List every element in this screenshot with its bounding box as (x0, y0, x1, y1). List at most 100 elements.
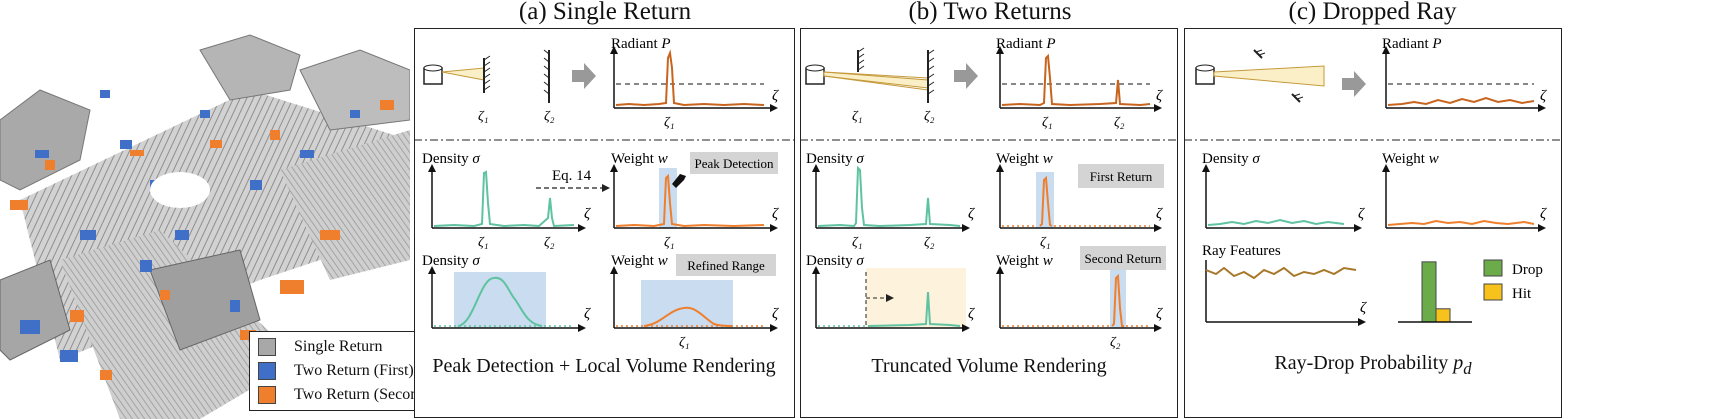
svg-text:ζ: ζ (1156, 206, 1163, 222)
svg-text:ζ: ζ (772, 88, 779, 104)
weight-label: Weight w (996, 151, 1053, 167)
svg-text:ζ: ζ (584, 206, 591, 222)
lidar-sensor-icon (423, 64, 443, 85)
arrow-right-icon (572, 63, 596, 89)
svg-text:ζ₁: ζ₁ (1042, 115, 1053, 130)
svg-text:ζ₁: ζ₁ (1040, 235, 1051, 250)
legend-single: Single Return (258, 338, 382, 356)
panel-b-graphics: ζ₁ ζ₂ Radiant P ζ ζ₁ ζ₂ Density σ ζ ζ₁ ζ… (800, 36, 1178, 350)
radiant-curve (1001, 53, 1151, 107)
weight-label: Weight w (1382, 151, 1439, 167)
building (149, 249, 261, 351)
ray-features-label: Ray Features (1202, 243, 1281, 259)
radiant-curve (1387, 96, 1535, 106)
weight-label: Weight w (611, 151, 668, 167)
radiant-label: Radiant P (611, 36, 671, 52)
caption-c-sub: d (1463, 359, 1472, 378)
caption-c-var: p (1453, 352, 1464, 374)
density-label: Density σ (806, 151, 864, 167)
ray-beam (823, 71, 929, 89)
bar-drop (1421, 261, 1437, 323)
swatch-second (258, 386, 276, 404)
svg-text:ζ: ζ (584, 306, 591, 322)
svg-text:ζ₁: ζ₁ (478, 235, 489, 250)
weight-label: Weight w (996, 253, 1053, 269)
drop-probability-chart (1421, 261, 1451, 323)
svg-text:ζ₂: ζ₂ (924, 235, 935, 250)
arrow-right-icon (954, 63, 978, 89)
svg-text:ζ: ζ (1360, 300, 1367, 316)
weight-curve (615, 173, 765, 228)
svg-text:ζ: ζ (772, 306, 779, 322)
panel-c-graphics: Radiant P ζ Density σ ζ Weight w ζ Ray F… (1184, 36, 1562, 326)
density-curve (1207, 218, 1345, 226)
swatch-first (258, 362, 276, 380)
weight-curve (1387, 219, 1535, 226)
hit-legend-label: Hit (1512, 286, 1532, 302)
second-return-tag: Second Return (1085, 251, 1162, 266)
svg-text:ζ: ζ (1358, 206, 1365, 222)
weight-curve-refined (643, 306, 733, 327)
arrow-right-icon (1342, 71, 1366, 97)
svg-text:ζ: ζ (1540, 206, 1547, 222)
drop-legend-label: Drop (1512, 262, 1543, 278)
legend-second: Two Return (Second) (258, 386, 432, 404)
road-right (280, 130, 410, 280)
zeta2-label: ζ₂ (544, 109, 555, 124)
density-label: Density σ (422, 151, 480, 167)
lidar-sensor-icon (805, 64, 825, 85)
point-cloud-scene (0, 34, 410, 419)
caption-a: Peak Detection + Local Volume Rendering (432, 355, 776, 377)
title-b: (b) Two Returns (908, 0, 1072, 25)
svg-text:ζ: ζ (1156, 88, 1163, 104)
ray-feature-curve (1205, 266, 1357, 280)
svg-text:ζ: ζ (1540, 88, 1547, 104)
svg-text:ζ: ζ (968, 206, 975, 222)
weight-curve-second (1111, 273, 1124, 327)
blue-returns (20, 90, 360, 362)
surface-2 (1291, 93, 1301, 103)
density-curve (433, 170, 575, 228)
svg-text:ζ₂: ζ₂ (1114, 115, 1125, 130)
radiant-curve (615, 49, 765, 107)
building (0, 89, 91, 191)
weight-curve (1039, 175, 1053, 227)
pointer-arrow-icon (672, 174, 686, 188)
lidar-sensor-icon (1195, 64, 1215, 85)
density-label: Density σ (806, 253, 864, 269)
density-label: Density σ (422, 253, 480, 269)
density-curve-truncated (867, 291, 961, 327)
caption-b: Truncated Volume Rendering (871, 355, 1107, 377)
refined-range-tag: Refined Range (687, 258, 765, 273)
svg-text:ζ₁: ζ₁ (679, 335, 690, 350)
title-c: (c) Dropped Ray (1288, 0, 1457, 25)
surface-1 (1253, 49, 1263, 59)
svg-text:ζ₁: ζ₁ (664, 115, 675, 130)
svg-text:ζ: ζ (1156, 306, 1163, 322)
legend-label: Single Return (294, 338, 383, 355)
svg-text:ζ₁: ζ₁ (852, 235, 863, 250)
first-return-tag: First Return (1090, 169, 1153, 184)
panel-a (414, 28, 795, 418)
title-a: (a) Single Return (518, 0, 692, 25)
building (0, 259, 71, 361)
caption-c-text: Ray-Drop Probability (1274, 352, 1454, 374)
radiant-label: Radiant P (1382, 36, 1442, 52)
peak-detection-tag: Peak Detection (694, 156, 774, 171)
svg-text:ζ₂: ζ₂ (1110, 335, 1121, 350)
svg-text:ζ: ζ (968, 306, 975, 322)
panel-a-graphics: ζ₁ ζ₂ Radiant P ζ ζ₁ Density σ ζ ζ₁ ζ₂ E… (414, 36, 794, 350)
ray-beam (441, 67, 485, 81)
density-curve (817, 165, 961, 228)
eq14-label: Eq. 14 (552, 168, 592, 184)
svg-text:ζ₂: ζ₂ (924, 109, 935, 124)
orange-returns (10, 100, 394, 380)
legend-label: Two Return (First) (294, 362, 414, 379)
road-gap (150, 172, 210, 208)
bar-hit (1435, 308, 1451, 323)
density-curve-refined (457, 276, 543, 327)
legend-first: Two Return (First) (258, 362, 414, 380)
ray-beam (1213, 65, 1325, 87)
zeta1-label: ζ₁ (478, 109, 489, 124)
svg-text:ζ₂: ζ₂ (544, 235, 555, 250)
